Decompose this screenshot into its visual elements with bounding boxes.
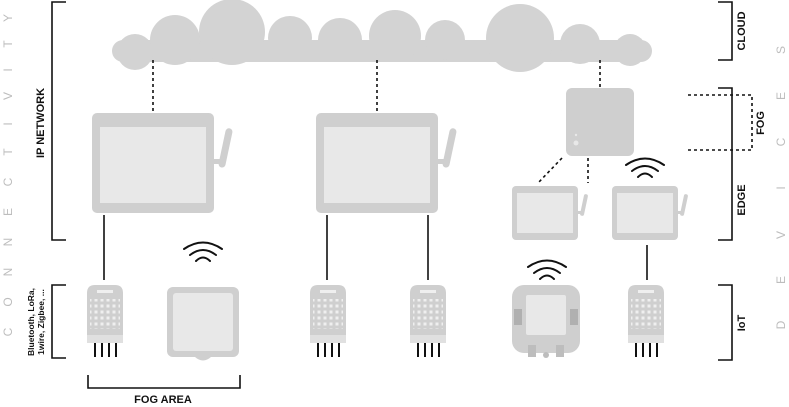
sensor-device-4 xyxy=(628,285,664,357)
devices-letter: E xyxy=(774,276,788,284)
hub-link-edge-1 xyxy=(537,157,563,184)
wireless-signal-icon xyxy=(527,259,567,280)
fog-area-bracket xyxy=(87,375,241,389)
cloud-label: CLOUD xyxy=(736,11,748,50)
ip-network-bracket xyxy=(51,1,66,241)
gateway-device-1 xyxy=(92,113,233,213)
connectivity-letter: C xyxy=(1,177,15,186)
connectivity-letter: T xyxy=(1,148,15,156)
protocols-bracket xyxy=(51,284,66,359)
connectivity-letter: I xyxy=(1,68,15,71)
devices-letter: I xyxy=(774,186,788,189)
protocols-label-line1: Bluetooth, LoRa, xyxy=(26,288,36,356)
fog-area-label: FOG AREA xyxy=(134,394,192,406)
connectivity-side-word: C O N N E C T I V I T Y xyxy=(1,14,15,336)
ip-network-label: IP NETWORK xyxy=(35,88,47,158)
connectivity-letter: N xyxy=(1,268,15,277)
cloud-shape xyxy=(112,0,652,72)
gateway-device-2 xyxy=(316,113,457,213)
wireless-signal-icon xyxy=(183,241,223,262)
cloud-bracket xyxy=(718,1,733,61)
devices-letter: S xyxy=(774,46,788,54)
edge-device-1 xyxy=(512,186,588,240)
connectivity-letter: Y xyxy=(1,14,15,22)
devices-letter: V xyxy=(774,231,788,239)
devices-side-word: D E V I C E S xyxy=(774,46,788,329)
fog-hub-device xyxy=(566,88,634,156)
devices-letter: E xyxy=(774,92,788,100)
iot-label: IoT xyxy=(736,314,748,331)
protocols-label-line2: 1wire, Zigbee, ... xyxy=(36,289,46,355)
sensor-device-1 xyxy=(87,285,123,357)
devices-letter: C xyxy=(774,137,788,146)
wireless-signal-icon xyxy=(625,157,665,178)
connectivity-letter: V xyxy=(1,92,15,100)
wireless-hub-sensor-device xyxy=(512,285,580,358)
connectivity-letter: O xyxy=(1,297,15,306)
connectivity-letter: N xyxy=(1,238,15,247)
iot-bracket xyxy=(718,284,733,361)
edge-label: EDGE xyxy=(736,184,748,215)
edge-bracket xyxy=(718,87,733,241)
fog-label: FOG xyxy=(755,111,767,135)
connectivity-letter: I xyxy=(1,122,15,125)
edge-device-2 xyxy=(612,186,688,240)
connectivity-letter: C xyxy=(1,327,15,336)
fog-bracket xyxy=(688,94,753,151)
devices-letter: D xyxy=(774,320,788,329)
sensor-device-2 xyxy=(310,285,346,357)
connectivity-letter: T xyxy=(1,40,15,48)
wireless-sensor-device xyxy=(167,287,239,361)
sensor-device-3 xyxy=(410,285,446,357)
connectivity-letter: E xyxy=(1,208,15,216)
